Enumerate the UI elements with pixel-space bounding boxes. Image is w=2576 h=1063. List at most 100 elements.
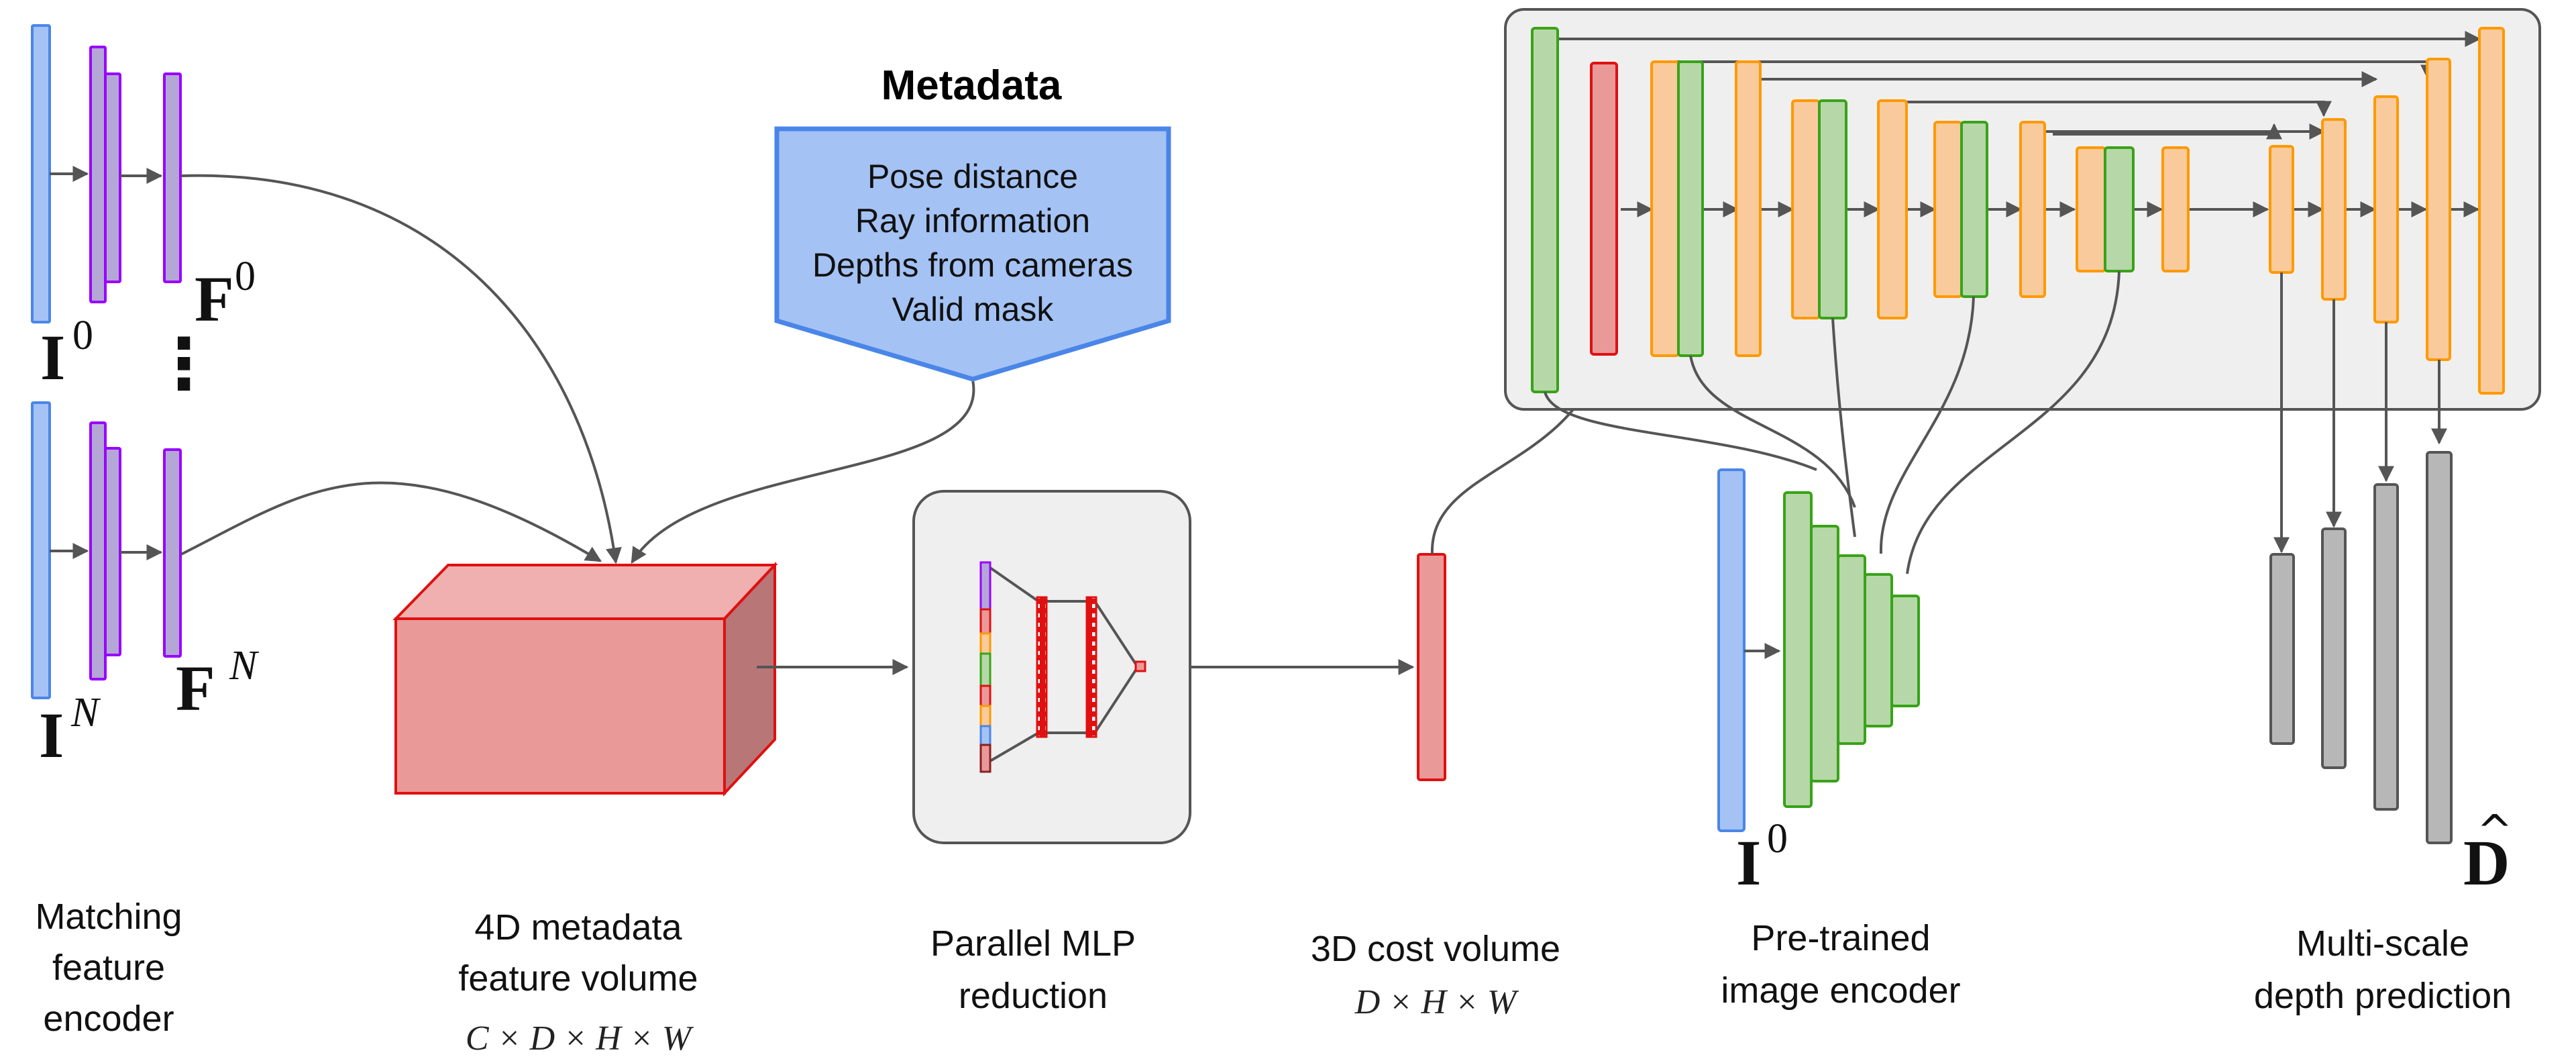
metadata-item: Pose distance: [867, 158, 1078, 195]
unet-decoder-block: [2426, 58, 2451, 361]
image-n-superscript: N: [70, 690, 101, 736]
mlp-input-segment: [979, 705, 991, 727]
input-image-0-bar: [31, 24, 51, 323]
feature-layer-bar: [89, 421, 107, 680]
volume-top-face: [392, 564, 778, 620]
svg-text:C × D × H × W: C × D × H × W: [466, 1019, 694, 1058]
unet-block: [1933, 121, 1963, 298]
multiscale-depth-outputs: D ^: [2269, 451, 2513, 899]
svg-text:Multi-scale: Multi-scale: [2296, 923, 2469, 964]
unet-decoder-block: [2373, 95, 2399, 323]
mlp-input-segment: [979, 725, 991, 746]
encoder-input-image-bar: [1717, 468, 1746, 832]
unet-cost-volume-bar: [1590, 62, 1618, 356]
unet-decoder-block: [2269, 145, 2294, 274]
unet-skip-block: [1677, 60, 1704, 357]
svg-text:Pre-trained: Pre-trained: [1751, 918, 1930, 958]
encoder-stage: [1890, 595, 1920, 707]
unet-block: [1791, 99, 1821, 319]
metadata-item: Ray information: [855, 202, 1090, 240]
caption-matching-encoder: Matching feature encoder: [35, 897, 182, 1039]
feature-map-n-bar: [163, 448, 182, 658]
pretrained-image-encoder: I 0: [1717, 468, 1920, 899]
metadata-feature-volume: [392, 561, 778, 797]
cost-volume-bar: [1417, 553, 1446, 781]
parallel-mlp-panel: [912, 490, 1191, 844]
mlp-input-segment: [979, 608, 991, 635]
svg-text:D × H × W: D × H × W: [1354, 983, 1519, 1021]
svg-text:reduction: reduction: [959, 976, 1108, 1016]
encoder-image-symbol: I: [1736, 827, 1761, 899]
mlp-input-segment: [979, 685, 991, 707]
unet-block: [2076, 146, 2106, 272]
feature-map-0-bar: [163, 72, 182, 283]
unet-skip-block: [2104, 146, 2135, 272]
feature-n-symbol: F: [176, 652, 215, 724]
svg-text:Matching: Matching: [35, 897, 182, 937]
vertical-dots: ⋮: [149, 323, 219, 405]
mlp-input-segment: [979, 652, 991, 687]
feature-layer-bar: [89, 46, 107, 303]
mlp-panel-background: [912, 490, 1191, 844]
caption-metadata-volume: 4D metadata feature volume C × D × H × W: [458, 907, 698, 1058]
svg-text:feature volume: feature volume: [458, 958, 698, 999]
svg-text:image encoder: image encoder: [1721, 970, 1960, 1011]
feature-layer-bar: [104, 447, 121, 656]
depth-output-symbol: D: [2463, 827, 2510, 899]
svg-text:depth prediction: depth prediction: [2254, 976, 2512, 1016]
unet-block: [1877, 99, 1908, 319]
mlp-hidden-layer-1: [1036, 596, 1048, 738]
metadata-title: Metadata: [881, 62, 1062, 109]
depth-output-bar: [2426, 451, 2453, 844]
input-image-n-bar: [31, 401, 51, 699]
unet-decoder-block: [2478, 27, 2505, 395]
feature-layer-bar: [104, 72, 121, 283]
encoder-stage: [1783, 491, 1813, 808]
depth-output-bar: [2373, 483, 2399, 811]
unet-skip-block: [1818, 99, 1847, 319]
mlp-input-segment: [979, 561, 991, 611]
mlp-output-node: [1134, 660, 1146, 672]
svg-text:encoder: encoder: [43, 999, 174, 1039]
caption-cost-volume: 3D cost volume D × H × W: [1311, 929, 1560, 1021]
image-0-symbol: I: [40, 321, 65, 393]
unet-skip-block: [1960, 121, 1988, 298]
mlp-hidden-layer-2: [1085, 596, 1097, 738]
depth-output-bar: [2269, 553, 2295, 745]
depth-output-bar: [2321, 527, 2347, 769]
metadata-to-volume-arrow: [631, 379, 975, 564]
matching-feature-encoder: I 0 F 0 ⋮ I N F N: [31, 24, 260, 771]
image-0-superscript: 0: [72, 313, 93, 358]
metadata-item: Valid mask: [892, 291, 1055, 328]
unet-input-image-bar: [1531, 27, 1559, 393]
svg-text:4D metadata: 4D metadata: [474, 907, 682, 948]
caption-image-encoder: Pre-trained image encoder: [1721, 918, 1960, 1011]
metadata-pentagon: [774, 126, 1171, 382]
unet-block: [1735, 60, 1762, 357]
mlp-input-segment: [979, 632, 991, 655]
depth-unet-panel: [1504, 8, 2541, 411]
svg-text:3D cost volume: 3D cost volume: [1311, 929, 1560, 969]
unet-bottleneck-block: [2161, 146, 2190, 272]
mlp-input-segment: [979, 744, 991, 773]
unet-decoder-block: [2321, 118, 2347, 301]
svg-text:Parallel MLP: Parallel MLP: [930, 923, 1136, 964]
feature-0-to-volume-arrow: [180, 174, 622, 564]
metadata-box: Metadata Pose distance Ray information D…: [774, 62, 1171, 382]
image-n-symbol: I: [39, 699, 64, 771]
feature-n-to-volume-arrow: [180, 481, 602, 562]
encoder-image-superscript: 0: [1767, 816, 1788, 862]
encoder-stage: [1810, 525, 1839, 782]
encoder-stage: [1837, 554, 1866, 745]
encoder-stage: [1864, 573, 1893, 727]
feature-0-symbol: F: [195, 263, 234, 335]
unet-block: [1650, 60, 1680, 357]
caption-mlp: Parallel MLP reduction: [930, 923, 1136, 1016]
volume-front-face: [394, 617, 726, 795]
unet-block: [2019, 121, 2046, 298]
feature-n-superscript: N: [229, 643, 260, 689]
metadata-item: Depths from cameras: [812, 246, 1133, 284]
depth-output-hat: ^: [2477, 807, 2513, 856]
feature-0-superscript: 0: [235, 254, 256, 299]
